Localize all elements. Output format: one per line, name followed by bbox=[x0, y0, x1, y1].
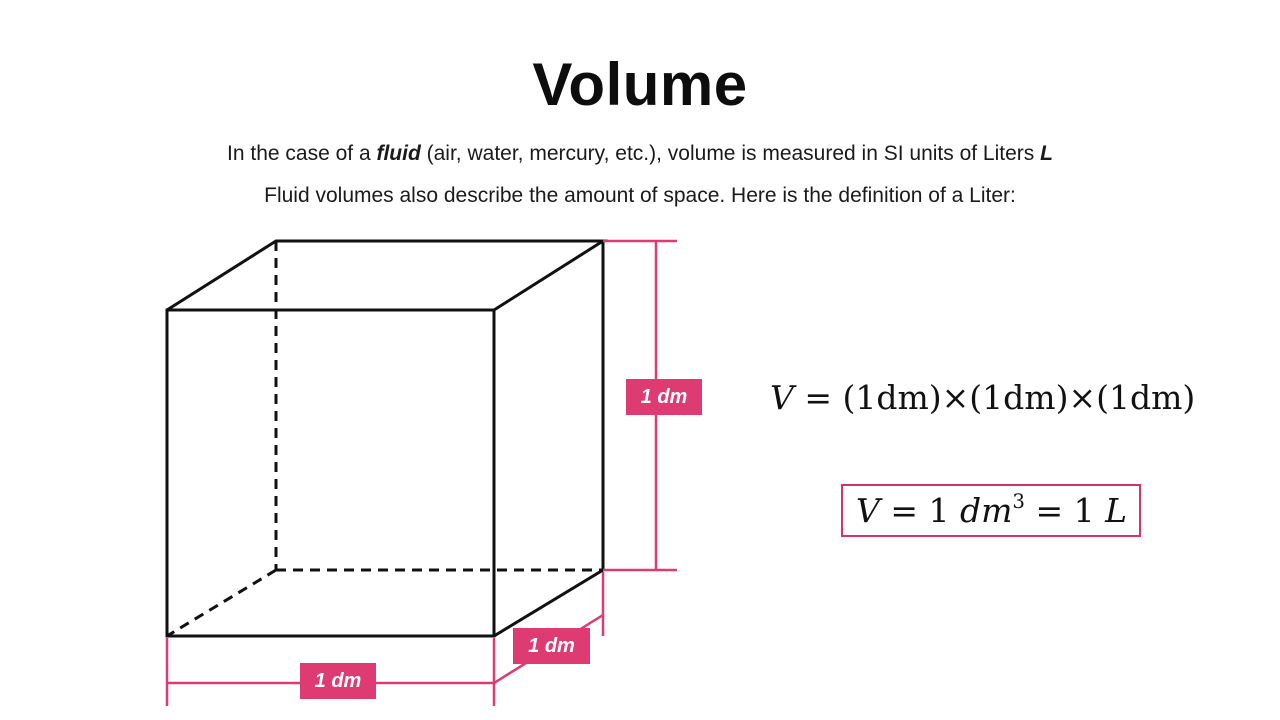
liter-equation: V = 1 dm3 = 1 L bbox=[856, 491, 1127, 530]
cube-front-face bbox=[165, 308, 496, 638]
width-label: 1 dm bbox=[300, 663, 376, 699]
liter-definition-text: Fluid volumes also describe the amount o… bbox=[264, 184, 1016, 207]
line1-prefix: In the case of a bbox=[227, 142, 377, 165]
liter-unit-symbol: L bbox=[1040, 142, 1053, 165]
line1-middle: (air, water, mercury, etc.), volume is m… bbox=[420, 142, 1041, 165]
eq1-variable: V bbox=[770, 378, 794, 417]
depth-label: 1 dm bbox=[513, 628, 590, 664]
hidden-edges bbox=[166, 241, 603, 638]
eq2-variable: V bbox=[856, 491, 880, 530]
visible-edges bbox=[165, 239, 609, 638]
liter-equation-box bbox=[841, 484, 1141, 537]
eq2-liter: L bbox=[1105, 491, 1128, 530]
slide-title: Volume bbox=[532, 51, 748, 118]
fluid-definition-text: In the case of a fluid (air, water, merc… bbox=[0, 142, 1280, 166]
fluid-emphasis: fluid bbox=[376, 142, 421, 165]
eq2-rest: = 1 bbox=[1024, 491, 1106, 530]
eq2-unit: dm bbox=[959, 491, 1013, 530]
eq2-exponent: 3 bbox=[1012, 490, 1025, 514]
hidden-edge-left-bottom bbox=[166, 568, 277, 638]
eq1-rhs: = (1dm)×(1dm)×(1dm) bbox=[793, 378, 1196, 417]
cube-top-face bbox=[166, 239, 609, 312]
eq2-equals: = 1 bbox=[879, 491, 960, 530]
volume-product-equation: V = (1dm)×(1dm)×(1dm) bbox=[770, 378, 1195, 417]
height-label: 1 dm bbox=[626, 379, 702, 415]
